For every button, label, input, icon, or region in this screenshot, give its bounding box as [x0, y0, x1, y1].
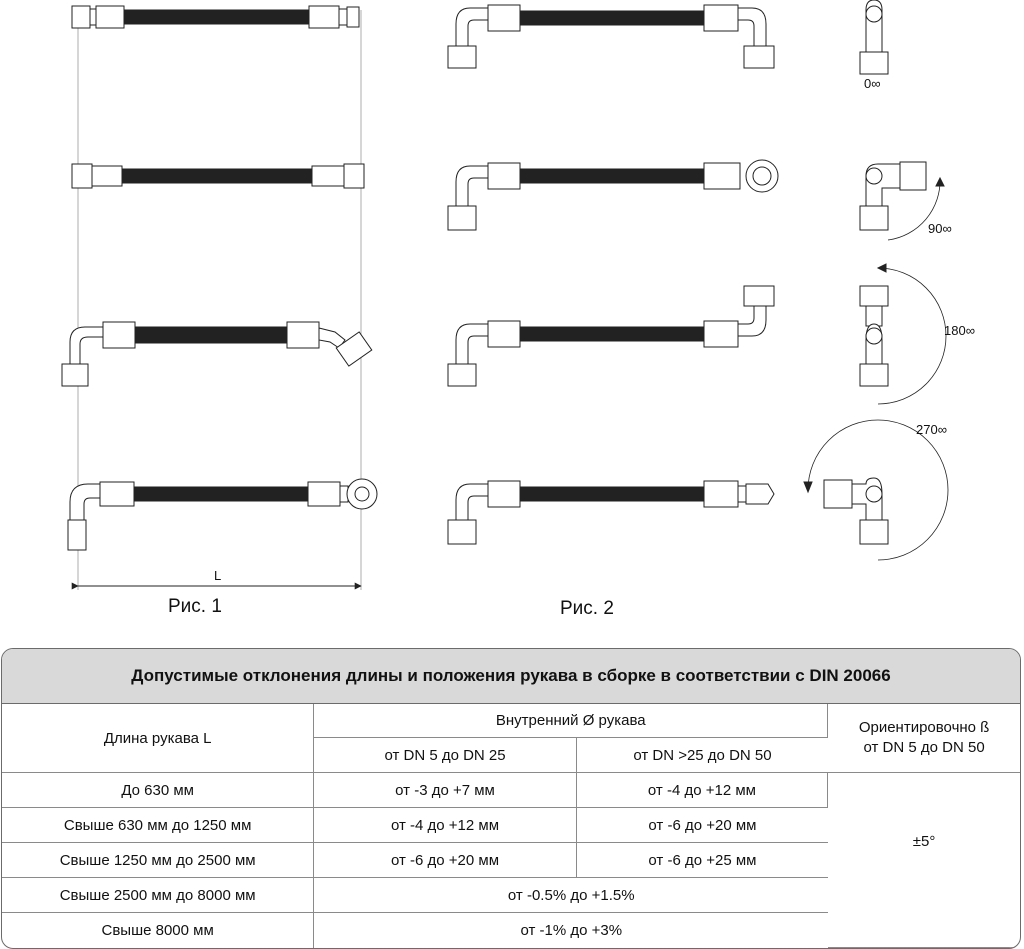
header-inner-diameter: Внутренний Ø рукава: [314, 704, 829, 738]
fig2-hose-elbow-elbow-0: [447, 4, 775, 69]
cell-length: Свыше 630 мм до 1250 мм: [2, 808, 315, 843]
orientation-view-270: [803, 419, 949, 561]
fig1-hose-elbow-banjo: [67, 478, 378, 551]
angle-label-90: 90∞: [928, 221, 952, 236]
angle-label-0: 0∞: [864, 76, 881, 91]
table-row: Свыше 1250 мм до 2500 мм от -6 до +20 мм…: [2, 843, 1020, 878]
orientation-view-90: [859, 161, 945, 241]
angle-label-270: 270∞: [916, 422, 947, 437]
table-row: Свыше 630 мм до 1250 мм от -4 до +12 мм …: [2, 808, 1020, 843]
cell-merged: от -0.5% до +1.5%: [314, 878, 829, 913]
table-row: Свыше 2500 мм до 8000 мм от -0.5% до +1.…: [2, 878, 1020, 913]
cell-large: от -6 до +25 мм: [576, 843, 829, 878]
cell-small: от -4 до +12 мм: [314, 808, 577, 843]
fig1-hose-straight-male: [71, 5, 360, 29]
tolerance-table: Допустимые отклонения длины и положения …: [1, 648, 1021, 949]
table-row: До 630 мм от -3 до +7 мм от -4 до +12 мм…: [2, 773, 1020, 948]
cell-small: от -3 до +7 мм: [314, 773, 577, 808]
table-title: Допустимые отклонения длины и положения …: [2, 649, 1020, 704]
figure-1-caption: Рис. 1: [168, 596, 222, 617]
cell-length: Свыше 1250 мм до 2500 мм: [2, 843, 315, 878]
fig1-hose-straight-nuts: [71, 163, 365, 189]
hose-assembly-drawing: [61, 0, 949, 590]
header-orientation-line1: Ориентировочно ß: [858, 719, 990, 736]
cell-length: До 630 мм: [2, 773, 315, 808]
fig2-hose-elbow-nut-270: [447, 480, 775, 545]
table-row: Свыше 8000 мм от -1% до +3%: [2, 913, 1020, 948]
cell-merged: от -1% до +3%: [520, 922, 623, 939]
header-orientation: Ориентировочно ß от DN 5 до DN 50: [828, 704, 1020, 773]
orientation-view-180: [859, 263, 947, 405]
dimension-l-label: L: [214, 568, 222, 583]
cell-large: от -6 до +20 мм: [576, 808, 829, 843]
fig2-hose-elbow-elbow-180: [447, 285, 775, 387]
fig2-hose-elbow-elbow-90: [447, 159, 779, 231]
subheader-dn-large: от DN >25 до DN 50: [576, 738, 829, 773]
angle-label-180: 180∞: [944, 323, 975, 338]
header-orientation-line2: от DN 5 до DN 50: [863, 739, 985, 756]
cell-orientation-value: ±5°: [828, 773, 1020, 948]
cell-small: от -6 до +20 мм: [314, 843, 577, 878]
cell-large: от -4 до +12 мм: [576, 773, 829, 808]
cell-length: Свыше 2500 мм до 8000 мм: [2, 878, 315, 913]
cell-length: Свыше 8000 мм: [2, 913, 315, 948]
subheader-dn-small: от DN 5 до DN 25: [314, 738, 577, 773]
header-hose-length: Длина рукава L: [2, 704, 315, 773]
orientation-view-0: [859, 0, 889, 75]
figure-2-caption: Рис. 2: [560, 598, 614, 619]
fig1-hose-elbow-45: [61, 321, 373, 387]
